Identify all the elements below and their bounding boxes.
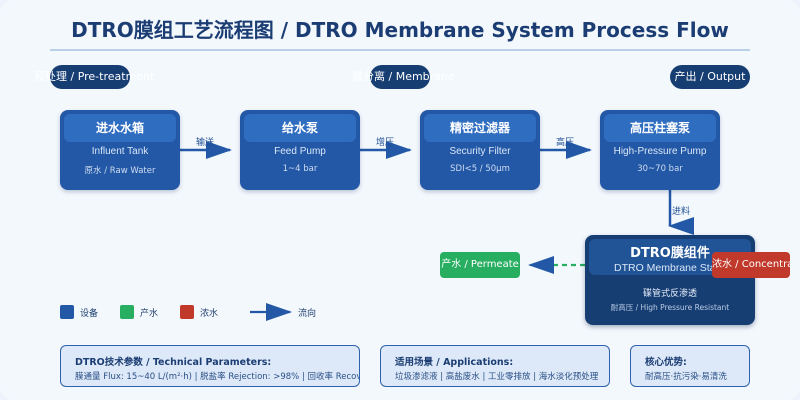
node-security-filter: 精密过滤器 Security Filter SDI<5 / 50μm: [420, 110, 540, 190]
stage-membrane-label: 膜分离 / Membrane: [352, 70, 455, 83]
node-security-filter-subtitle: Security Filter: [449, 146, 511, 157]
output-permeate: 产水 / Permeate: [440, 252, 520, 278]
legend-label-flow: 流向: [298, 309, 317, 319]
node-security-filter-spec: SDI<5 / 50μm: [450, 164, 510, 174]
panel-technical-parameters: DTRO技术参数 / Technical Parameters: 膜通量 Flu…: [60, 345, 360, 387]
legend-label-permeate: 产水: [140, 309, 159, 319]
output-concentrate: 浓水 / Concentrate: [712, 252, 790, 278]
panel-core-advantages-title: 核心优势:: [645, 357, 687, 368]
node-influent-tank-spec: 原水 / Raw Water: [84, 166, 156, 176]
stage-output: 产出 / Output: [670, 65, 750, 89]
node-feed-pump-spec: 1~4 bar: [282, 164, 318, 174]
flow-label-boost: 增压: [376, 138, 395, 148]
node-high-pressure-pump-title: 高压柱塞泵: [604, 114, 716, 142]
legend-label-concentrate: 浓水: [200, 309, 219, 319]
panel-core-advantages-body: 耐高压·抗污染·易清洗: [645, 372, 727, 382]
node-dtro-stack-subtitle: DTRO Membrane Stack: [613, 262, 727, 274]
node-dtro-stack-feature: 耐高压 / High Pressure Resistant: [610, 303, 730, 312]
node-feed-pump-subtitle: Feed Pump: [274, 146, 326, 157]
legend-label-device: 设备: [80, 309, 99, 319]
page-title: DTRO膜组工艺流程图 / DTRO Membrane System Proce…: [71, 18, 729, 42]
legend-swatch-device: [60, 305, 74, 319]
node-high-pressure-pump: 高压柱塞泵 High-Pressure Pump 30~70 bar: [600, 110, 720, 190]
panel-applications-body: 垃圾渗滤液 | 高盐废水 | 工业零排放 | 海水淡化预处理: [395, 372, 599, 382]
panel-applications-title: 适用场景 / Applications:: [395, 357, 514, 368]
node-feed-pump-title: 给水泵: [244, 114, 356, 142]
node-influent-tank-subtitle: Influent Tank: [91, 146, 149, 157]
flow-label-high-pressure: 高压: [556, 138, 575, 148]
node-feed-pump: 给水泵 Feed Pump 1~4 bar: [240, 110, 360, 190]
node-influent-tank-title: 进水水箱: [64, 114, 176, 142]
stage-pretreatment-label: 预处理 / Pre-treatment: [34, 70, 155, 83]
node-dtro-stack-title: DTRO膜组件: [630, 246, 710, 261]
panel-applications: 适用场景 / Applications: 垃圾渗滤液 | 高盐废水 | 工业零排…: [380, 345, 610, 387]
node-dtro-stack-type: 碟管式反渗透: [642, 289, 697, 299]
node-high-pressure-pump-subtitle: High-Pressure Pump: [613, 146, 707, 157]
stage-pretreatment: 预处理 / Pre-treatment: [34, 65, 154, 89]
panel-core-advantages: 核心优势: 耐高压·抗污染·易清洗: [630, 345, 750, 387]
panel-technical-parameters-body: 膜通量 Flux: 15~40 L/(m²·h) | 脱盐率 Rejection…: [75, 372, 359, 382]
panel-technical-parameters-title: DTRO技术参数 / Technical Parameters:: [75, 357, 272, 368]
stage-membrane: 膜分离 / Membrane: [352, 65, 455, 89]
flow-label-convey: 输送: [196, 138, 215, 148]
flow-label-feed: 进料: [672, 207, 691, 217]
node-dtro-stack: DTRO膜组件 DTRO Membrane Stack 碟管式反渗透 耐高压 /…: [585, 235, 755, 325]
node-influent-tank: 进水水箱 Influent Tank 原水 / Raw Water: [60, 110, 180, 190]
node-security-filter-title: 精密过滤器: [424, 114, 536, 142]
title-divider: [50, 49, 750, 51]
legend-swatch-concentrate: [180, 305, 194, 319]
stage-output-label: 产出 / Output: [674, 70, 746, 83]
node-high-pressure-pump-spec: 30~70 bar: [637, 164, 683, 174]
legend-swatch-permeate: [120, 305, 134, 319]
